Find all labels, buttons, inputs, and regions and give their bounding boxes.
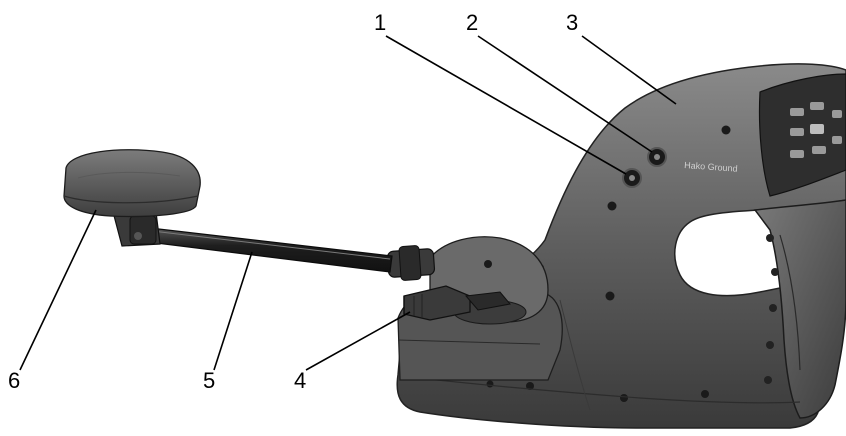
display-key <box>810 124 824 134</box>
probe-head <box>63 149 201 218</box>
leader-line-2 <box>477 35 653 153</box>
display-key <box>832 136 842 144</box>
display-key <box>790 108 804 116</box>
socket-headphone <box>647 147 667 167</box>
leader-line-1 <box>385 35 627 175</box>
display-key <box>812 146 826 154</box>
leader-lines <box>19 35 677 371</box>
telescopic-tube <box>147 227 393 273</box>
body-hole <box>605 291 615 301</box>
display-key <box>790 150 804 158</box>
callout-6: 6 <box>8 368 21 393</box>
body-hole <box>620 394 628 402</box>
grip-dot <box>769 304 777 312</box>
grip-dot <box>766 341 774 349</box>
body-hole <box>721 125 731 135</box>
leader-line-5 <box>213 251 253 371</box>
device-brand-label: Hako Ground <box>684 160 738 174</box>
grip-dot <box>764 376 772 384</box>
body-hole <box>607 201 617 211</box>
handle-grip <box>753 199 846 419</box>
display-key <box>832 110 842 118</box>
callout-4: 4 <box>294 368 307 393</box>
leader-line-3 <box>581 35 677 105</box>
grip-dot <box>771 268 779 276</box>
tube-collar <box>386 245 436 281</box>
body-hole <box>484 260 492 268</box>
leader-line-4 <box>305 311 411 371</box>
callout-1: 1 <box>374 10 387 35</box>
body-hole <box>486 380 494 388</box>
callout-3: 3 <box>566 10 579 35</box>
body-hole <box>701 390 709 398</box>
display-key <box>810 102 824 110</box>
control-panel <box>758 73 846 197</box>
socket-connector <box>622 168 642 188</box>
release-lever <box>403 285 511 321</box>
grip-dot <box>766 234 774 242</box>
body-hole <box>526 382 534 390</box>
leader-line-6 <box>19 209 97 371</box>
probe-joint <box>111 207 161 247</box>
callout-2: 2 <box>466 10 479 35</box>
display-key <box>790 128 804 136</box>
callout-5: 5 <box>203 368 216 393</box>
